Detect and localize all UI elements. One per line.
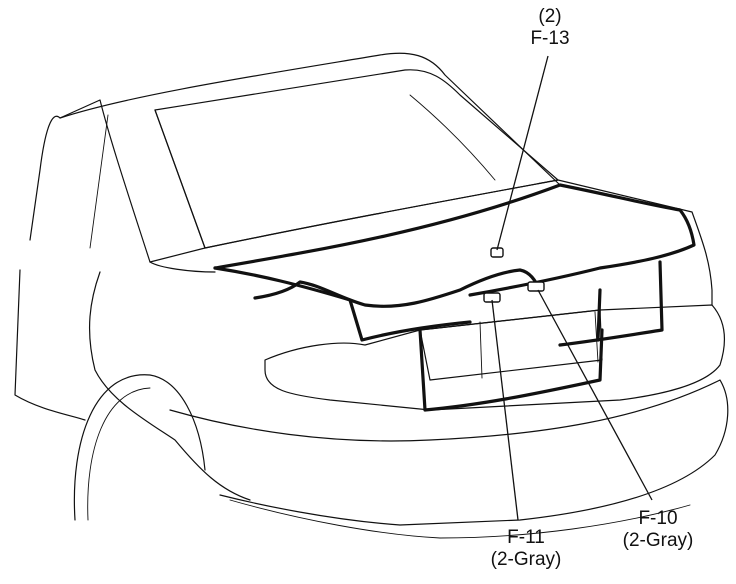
pillar-line <box>89 114 109 249</box>
rear-quarter <box>88 271 251 501</box>
leader-f13 <box>496 55 549 251</box>
callout-f13: (2) F-13 <box>522 6 578 50</box>
license-recess <box>419 309 603 381</box>
rear-fascia <box>264 304 725 411</box>
c-pillar <box>149 109 206 263</box>
callout-f10-code: F-10 <box>638 508 678 529</box>
callout-f11: F-11 (2-Gray) <box>478 527 574 571</box>
harness-left-loop <box>253 268 542 308</box>
wheel-arch-inner <box>87 387 151 521</box>
callout-f10: F-10 (2-Gray) <box>608 508 708 552</box>
callout-f11-spec: (2-Gray) <box>490 549 562 570</box>
roof-outline <box>59 52 561 186</box>
license-panel <box>479 311 599 379</box>
leader-f10 <box>537 289 653 501</box>
bumper <box>169 379 729 526</box>
deck-lid <box>204 179 713 306</box>
bumper-lower <box>229 499 691 539</box>
harness-trunk-edge <box>213 183 696 297</box>
harness-lamp-left <box>418 328 604 412</box>
leader-f11 <box>491 299 519 521</box>
callout-f11-code: F-11 <box>507 527 545 548</box>
callout-f10-spec: (2-Gray) <box>622 530 694 551</box>
wheel-arch <box>73 374 206 521</box>
callout-f13-qty: (2) <box>538 6 562 27</box>
harness-right-drop <box>558 260 664 347</box>
connector-f10 <box>527 281 545 292</box>
side-window <box>29 99 151 263</box>
side-body <box>14 261 216 421</box>
rear-window-outline <box>154 69 559 249</box>
rear-window-glare <box>409 94 496 181</box>
callout-f13-code: F-13 <box>530 28 570 49</box>
